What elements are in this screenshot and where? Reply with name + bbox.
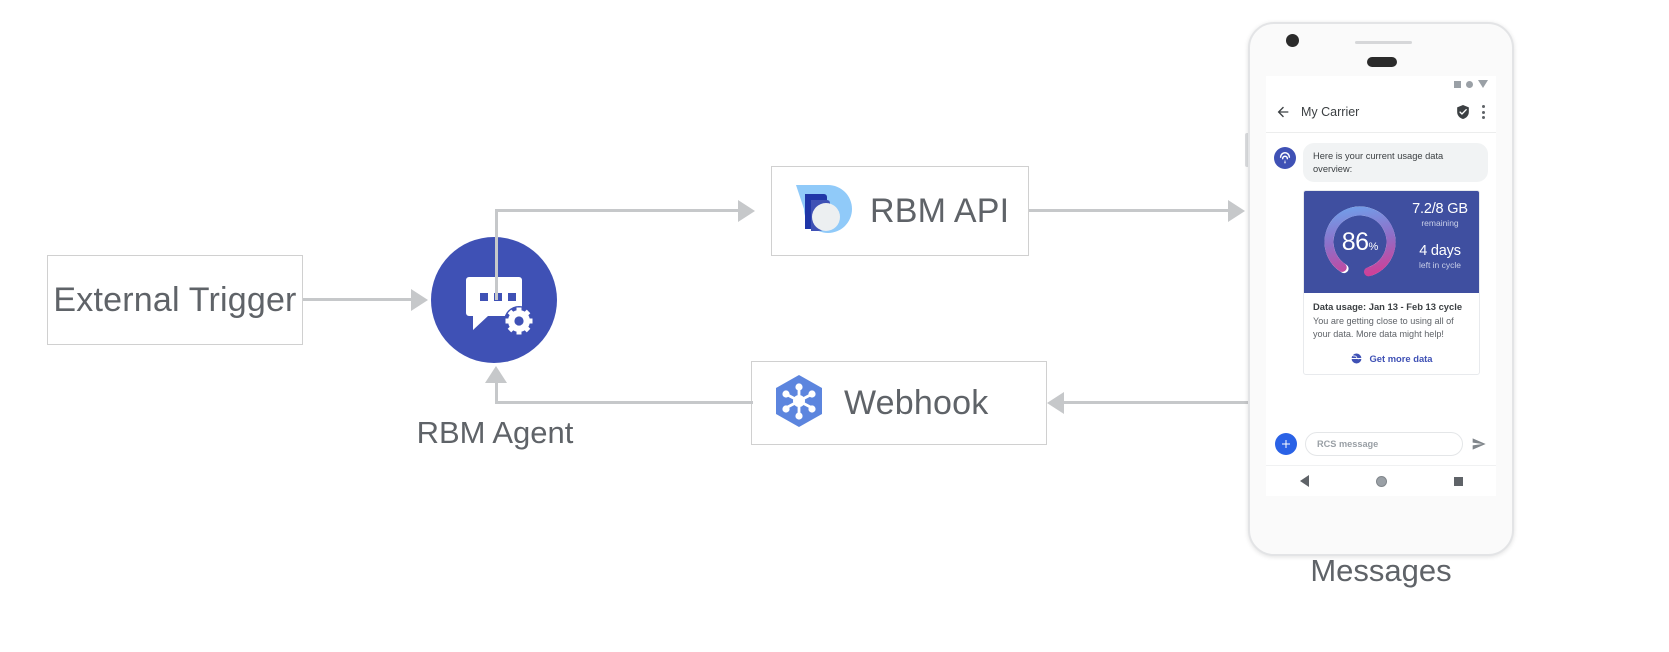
message-bubble: Here is your current usage data overview…: [1303, 143, 1488, 183]
nav-back-icon[interactable]: [1299, 475, 1309, 487]
get-more-data-button[interactable]: Get more data: [1304, 344, 1479, 374]
overflow-menu-icon[interactable]: [1480, 103, 1487, 121]
get-more-data-label: Get more data: [1369, 353, 1433, 365]
avatar: [1274, 147, 1296, 169]
android-nav-bar: [1266, 465, 1496, 496]
edge-phone-to-webhook-line: [1063, 401, 1248, 404]
phone-camera-icon: [1286, 34, 1299, 47]
globe-icon: [1351, 352, 1363, 365]
plus-icon[interactable]: [1275, 433, 1297, 455]
webhook-label: Webhook: [844, 383, 989, 422]
cloud-functions-hexagon-icon: [776, 375, 822, 427]
message-composer: RCS message: [1266, 424, 1496, 464]
edge-webhook-to-agent-horizontal: [495, 401, 753, 404]
nav-home-icon[interactable]: [1375, 475, 1387, 487]
phone-screen: My Carrier Here is your current usa: [1266, 76, 1496, 496]
data-usage-gauge: 86 %: [1320, 202, 1400, 282]
phone-speaker: [1367, 57, 1397, 67]
status-triangle-down-icon: [1478, 80, 1488, 88]
edge-agent-to-api-arrow: [738, 200, 755, 222]
phone-sensor-bar: [1355, 41, 1412, 44]
status-circle-icon: [1466, 80, 1473, 88]
rich-card-text: You are getting close to using all of yo…: [1313, 316, 1454, 339]
rcs-broadcast-icon: [1279, 152, 1291, 164]
edge-agent-to-api-vertical: [495, 210, 498, 300]
rich-card-gauge-panel: 86 % 7.2/8 GB remaining 4 days left in c…: [1304, 191, 1479, 294]
verified-shield-icon[interactable]: [1456, 104, 1470, 120]
messages-label: Messages: [1310, 553, 1452, 588]
nav-recents-icon[interactable]: [1453, 476, 1463, 486]
status-bar: [1266, 76, 1496, 92]
node-rbm-agent[interactable]: [431, 237, 557, 363]
rcs-message-placeholder: RCS message: [1317, 439, 1379, 449]
back-arrow-icon[interactable]: [1275, 104, 1291, 120]
edge-trigger-to-agent-arrow: [411, 289, 428, 311]
gauge-stats: 7.2/8 GB remaining 4 days left in cycle: [1404, 201, 1476, 270]
node-external-trigger[interactable]: External Trigger: [47, 255, 303, 345]
edge-agent-to-api-horizontal: [495, 209, 738, 212]
chat-gear-icon: [466, 277, 534, 336]
stat-data-caption: remaining: [1421, 218, 1459, 229]
rbm-api-droplet-icon: [796, 185, 852, 233]
edge-trigger-to-agent-line: [303, 298, 411, 301]
rich-card-body: Data usage: Jan 13 - Feb 13 cycle You ar…: [1304, 293, 1479, 344]
app-bar-title: My Carrier: [1301, 105, 1360, 119]
gauge-percent: 86 %: [1320, 202, 1400, 282]
message-row-incoming: Here is your current usage data overview…: [1274, 143, 1488, 183]
edge-webhook-to-agent-arrow: [485, 366, 507, 383]
stat-days-caption: left in cycle: [1418, 260, 1462, 271]
rbm-agent-label: RBM Agent: [416, 415, 574, 450]
status-square-icon: [1454, 80, 1461, 88]
gauge-percent-value: 86: [1341, 227, 1369, 256]
edge-webhook-to-agent-vertical: [495, 383, 498, 404]
rbm-api-label: RBM API: [870, 191, 1010, 230]
rcs-message-input[interactable]: RCS message: [1305, 432, 1463, 456]
stat-days-value: 4 days: [1419, 243, 1461, 260]
gauge-percent-symbol: %: [1368, 240, 1379, 253]
rich-card-title: Data usage: Jan 13 - Feb 13 cycle: [1313, 301, 1463, 313]
app-bar: My Carrier: [1266, 92, 1496, 133]
node-webhook[interactable]: Webhook: [751, 361, 1047, 445]
stat-data-value: 7.2/8 GB: [1412, 201, 1468, 218]
rich-card[interactable]: 86 % 7.2/8 GB remaining 4 days left in c…: [1303, 190, 1480, 376]
send-icon[interactable]: [1471, 436, 1487, 452]
conversation: Here is your current usage data overview…: [1266, 133, 1496, 376]
edge-api-to-phone-arrow: [1228, 200, 1245, 222]
edge-api-to-phone-line: [1029, 209, 1233, 212]
edge-phone-to-webhook-arrow: [1047, 392, 1064, 414]
external-trigger-label: External Trigger: [53, 280, 297, 319]
node-rbm-api[interactable]: RBM API: [771, 166, 1029, 256]
phone-side-button[interactable]: [1245, 133, 1250, 167]
